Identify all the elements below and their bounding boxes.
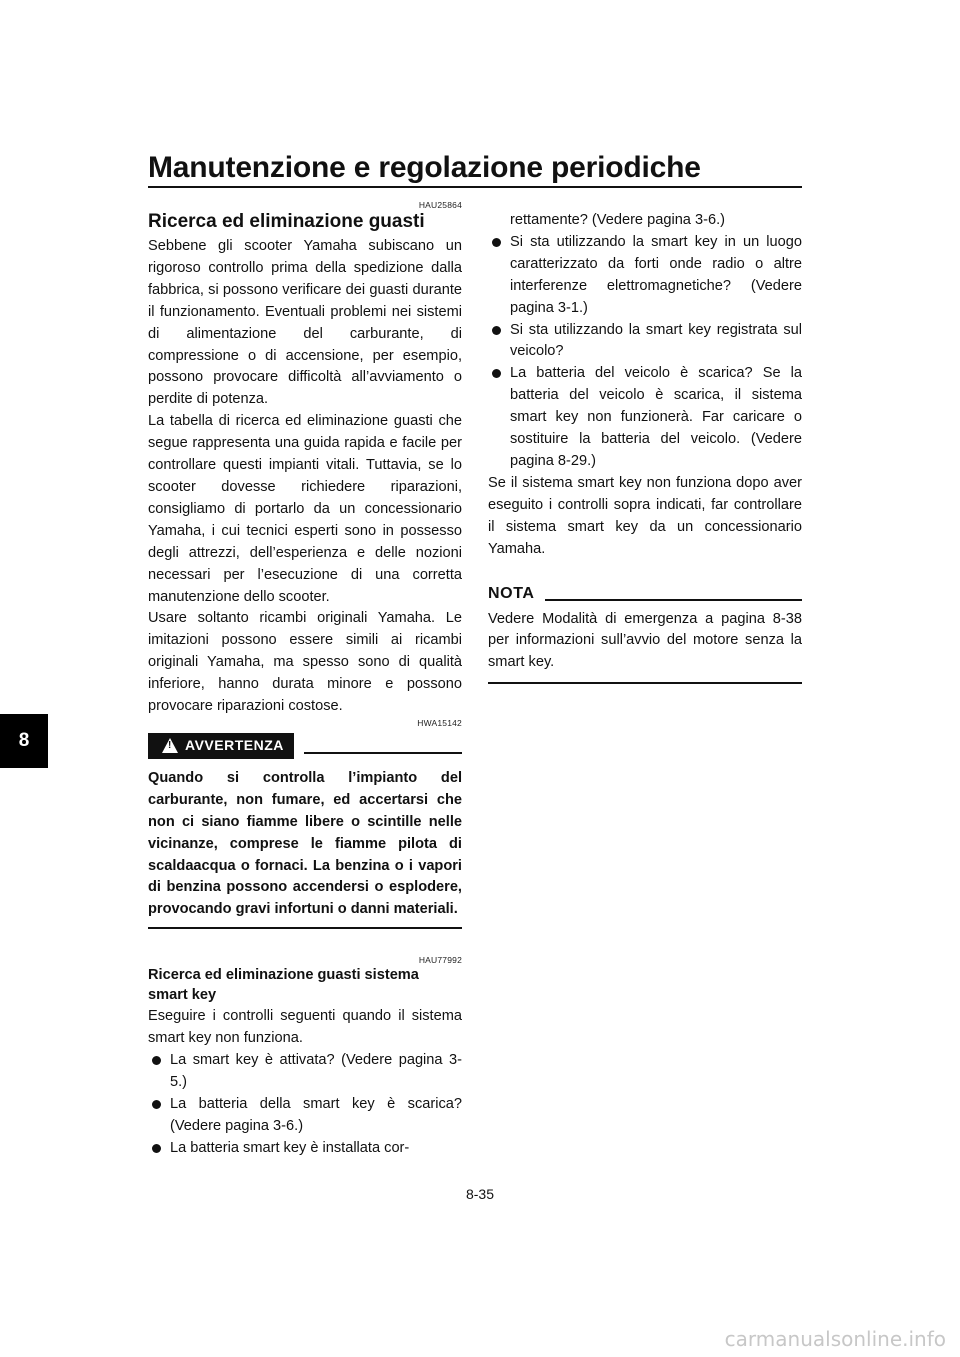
chapter-tab: 8 — [0, 714, 48, 768]
reference-code: HAU77992 — [418, 955, 462, 966]
list-item: La smart key è attivata? (Vedere pagina … — [148, 1050, 462, 1094]
paragraph: La tabella di ricerca ed eliminazione gu… — [148, 413, 462, 605]
page-title: Manutenzione e regolazione periodiche — [148, 151, 701, 184]
note-label: NOTA — [488, 584, 535, 602]
header-rule — [148, 186, 802, 188]
note-end-rule — [488, 682, 802, 684]
bullet-icon — [152, 1056, 161, 1066]
right-column: rettamente? (Vedere pagina 3-6.) Si sta … — [488, 210, 802, 684]
bullet-icon — [152, 1099, 161, 1109]
warning-text: Quando si controlla l’impianto del carbu… — [148, 769, 462, 918]
reference-code: HAU25864 — [418, 200, 462, 210]
list-item: La batteria smart key è installata cor- — [148, 1138, 462, 1160]
warning-header: ! AVVERTENZA — [148, 732, 462, 760]
paragraph: Se il sistema smart key non funziona dop… — [488, 474, 802, 557]
left-column: HAU25864 Ricerca ed eliminazione guasti … — [148, 200, 462, 1160]
section-heading: Ricerca ed eliminazione guasti — [148, 211, 425, 232]
warning-end-rule — [148, 927, 462, 930]
paragraph: Sebbene gli scooter Yamaha subiscano un … — [148, 238, 462, 408]
list-item: La batteria del veicolo è scarica? Se la… — [488, 363, 802, 473]
list-item: La batteria della smart key è scarica? (… — [148, 1094, 462, 1138]
subsection-heading: Ricerca ed eliminazione guasti sistema s… — [148, 967, 419, 1004]
paragraph: Usare soltanto ricambi originali Yamaha.… — [148, 610, 462, 715]
watermark: carmanualsonline.info — [724, 1327, 946, 1351]
bullet-list: La smart key è attivata? (Vedere pagina … — [148, 1050, 462, 1160]
warning-label: AVVERTENZA — [185, 736, 284, 753]
note-rule — [544, 599, 802, 601]
list-item: Si sta utilizzando la smart key in un lu… — [488, 232, 802, 320]
warning-badge: ! AVVERTENZA — [148, 732, 294, 759]
bullet-icon — [492, 325, 501, 335]
bullet-icon — [152, 1143, 161, 1153]
bullet-list: rettamente? (Vedere pagina 3-6.) Si sta … — [488, 210, 802, 473]
bullet-icon — [492, 369, 501, 379]
page-number: 8-35 — [465, 1186, 495, 1202]
warning-triangle-icon: ! — [162, 738, 178, 754]
warning-rule — [303, 751, 462, 754]
list-item-continued: rettamente? (Vedere pagina 3-6.) — [510, 212, 725, 228]
paragraph: Eseguire i controlli seguenti quando il … — [148, 1008, 462, 1047]
bullet-icon — [492, 237, 501, 247]
list-item: Si sta utilizzando la smart key registra… — [488, 320, 802, 364]
note-text: Vedere Modalità di emergenza a pagina 8-… — [488, 610, 802, 671]
reference-code: HWA15142 — [417, 717, 462, 728]
note-header: NOTA — [488, 583, 802, 603]
